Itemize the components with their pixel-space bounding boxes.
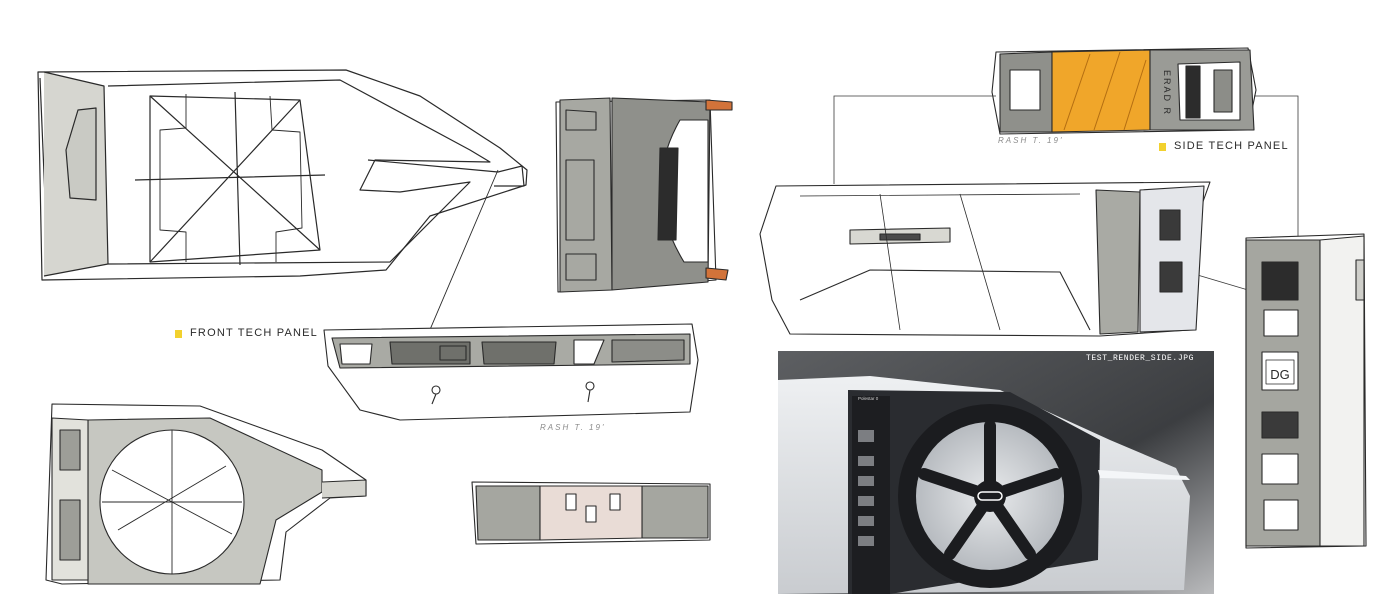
side-tech-panel-label: SIDE TECH PANEL <box>1159 140 1289 152</box>
side-tech-panel-text: SIDE TECH PANEL <box>1174 140 1289 152</box>
chip-lettering: DG <box>1270 367 1290 382</box>
sketch-side-tech-panel <box>991 47 1257 135</box>
sketch-front-tech-panel <box>323 323 699 421</box>
signature-top-right: RASH T. 19' <box>998 136 1064 145</box>
sketch-vehicle-plan-bottom <box>45 403 367 585</box>
front-tech-panel-text: FRONT TECH PANEL <box>190 327 318 339</box>
sketch-front-module <box>555 97 733 293</box>
front-tech-panel-label: FRONT TECH PANEL <box>175 327 318 339</box>
top-part-lettering: ERAD R <box>1162 70 1172 116</box>
sketch-vertical-panel <box>1245 233 1367 549</box>
render-image <box>778 351 1214 594</box>
signature-mid: RASH T. 19' <box>540 423 606 432</box>
render-filename: TEST_RENDER_SIDE.JPG <box>1086 354 1195 363</box>
sketch-small-part <box>471 481 711 545</box>
sketch-vehicle-plan-top <box>37 69 528 401</box>
label-marker-icon <box>1159 142 1166 150</box>
label-marker-icon <box>175 329 182 337</box>
sketch-vehicle-side <box>759 181 1211 337</box>
render-panel-text: Polestar 0 <box>858 396 879 401</box>
